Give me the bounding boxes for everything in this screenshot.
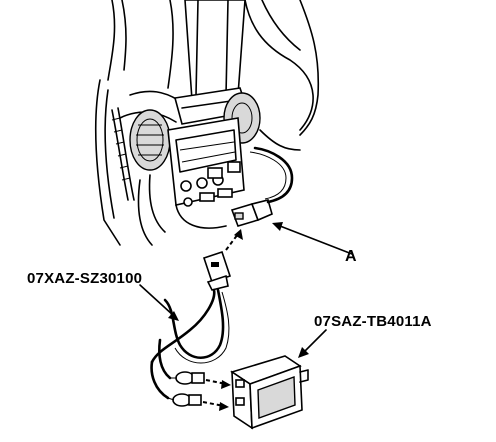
dashboard-drawing [94,0,320,246]
connector-callout-label: A [345,248,357,265]
tester-box [230,355,309,430]
tester-part-number-label: 07SAZ-TB4011A [314,313,432,330]
harness-part-number-label: 07XAZ-SZ30100 [27,270,143,287]
test-harness [150,250,232,407]
connect-arrows-lower [202,379,231,411]
leader-lines [139,222,353,358]
connect-arrow-upper [225,229,243,251]
